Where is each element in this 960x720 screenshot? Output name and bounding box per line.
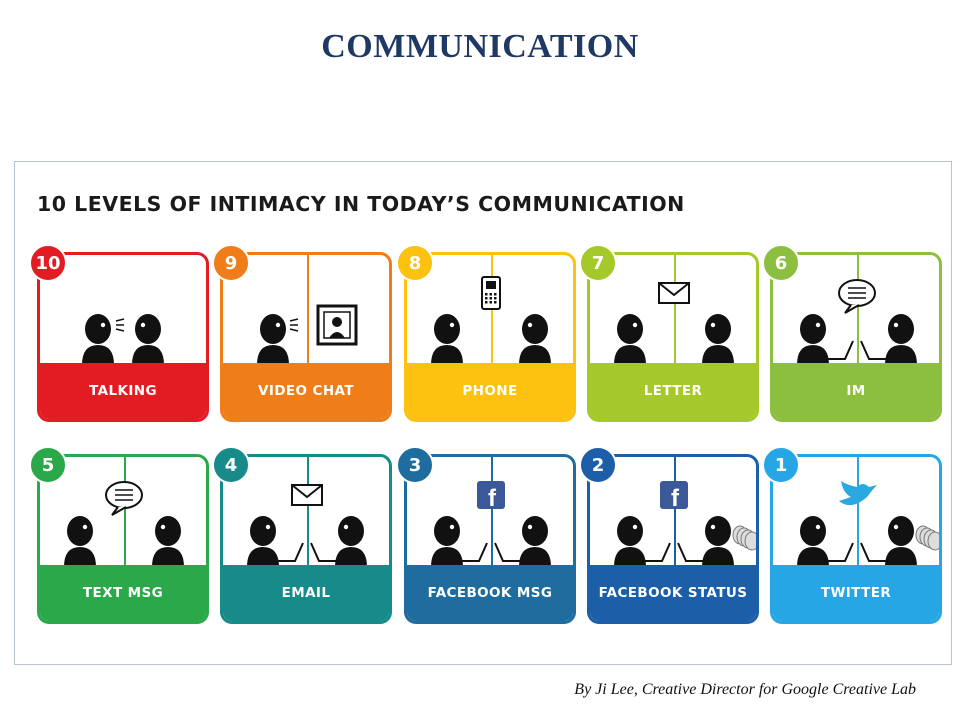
level-illustration: f: [431, 481, 551, 567]
card-divider: [857, 457, 859, 567]
card-divider: [307, 255, 309, 365]
level-number-badge: 6: [762, 244, 800, 282]
credit-line: By Ji Lee, Creative Director for Google …: [574, 681, 916, 698]
level-label: TEXT MSG: [40, 565, 206, 621]
level-illustration: [247, 484, 367, 567]
card-divider: [491, 457, 493, 567]
card-divider: [857, 255, 859, 365]
level-card: PHONE: [404, 252, 576, 422]
level-number-badge: 3: [396, 446, 434, 484]
level-card: TWITTER: [770, 454, 942, 624]
card-divider: [674, 255, 676, 365]
card-divider: [674, 457, 676, 567]
level-card: TALKING: [37, 252, 209, 422]
level-illustration: [257, 304, 358, 365]
level-label: FACEBOOK STATUS: [590, 565, 756, 621]
level-illustration: [797, 481, 939, 567]
level-number-badge: 5: [29, 446, 67, 484]
slide-title: COMMUNICATION: [321, 28, 639, 65]
level-label: FACEBOOK MSG: [407, 565, 573, 621]
level-number-badge: 7: [579, 244, 617, 282]
level-illustration: [614, 282, 734, 365]
level-card: EMAIL: [220, 454, 392, 624]
svg-text:f: f: [671, 485, 680, 512]
card-divider: [124, 457, 126, 567]
level-label: LETTER: [590, 363, 756, 419]
level-number-badge: 8: [396, 244, 434, 282]
level-card: IM: [770, 252, 942, 422]
level-label: TWITTER: [773, 565, 939, 621]
level-illustration: [82, 314, 164, 365]
level-illustration: [431, 276, 551, 365]
level-label: PHONE: [407, 363, 573, 419]
level-label: VIDEO CHAT: [223, 363, 389, 419]
level-illustration: f: [614, 481, 756, 567]
level-label: EMAIL: [223, 565, 389, 621]
level-number-badge: 10: [29, 244, 67, 282]
level-number-badge: 1: [762, 446, 800, 484]
level-card: VIDEO CHAT: [220, 252, 392, 422]
level-card: LETTER: [587, 252, 759, 422]
level-illustration: [64, 481, 184, 567]
level-number-badge: 4: [212, 446, 250, 484]
infographic-frame: 10 LEVELS OF INTIMACY IN TODAY’S COMMUNI…: [14, 161, 952, 665]
level-illustration: [797, 279, 917, 365]
level-label: TALKING: [40, 363, 206, 419]
level-number-badge: 2: [579, 446, 617, 484]
infographic-heading: 10 LEVELS OF INTIMACY IN TODAY’S COMMUNI…: [37, 192, 685, 216]
card-divider: [307, 457, 309, 567]
level-number-badge: 9: [212, 244, 250, 282]
level-card: TEXT MSG: [37, 454, 209, 624]
level-label: IM: [773, 363, 939, 419]
svg-text:f: f: [488, 485, 497, 512]
